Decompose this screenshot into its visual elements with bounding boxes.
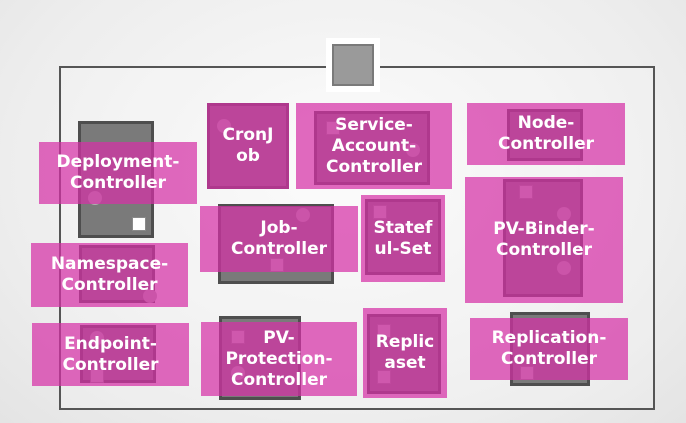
replication-label: Replication- Controller (470, 318, 628, 380)
pvbinder-label: PV-Binder- Controller (465, 177, 623, 303)
serviceaccount-controller: Service- Account- Controller (296, 103, 452, 189)
replication-controller: Replication- Controller (470, 312, 628, 386)
pvbinder-controller: PV-Binder- Controller (465, 177, 623, 303)
deployment-controller-highlight: Deployment- Controller (39, 142, 197, 204)
statefulset-controller: Statef ul-Set (361, 195, 445, 282)
pvprotection-controller: PV- Protection- Controller (201, 316, 357, 400)
cronjob-label: CronJ ob (207, 103, 289, 189)
deployment-controller-label: Deployment- Controller (39, 142, 197, 204)
namespace-controller: Namespace- Controller (31, 243, 188, 307)
node-controller: Node- Controller (467, 103, 625, 165)
replicaset-controller: Replic aset (363, 308, 447, 398)
statefulset-label: Statef ul-Set (361, 195, 445, 282)
pvprotection-label: PV- Protection- Controller (201, 322, 357, 396)
replicaset-label: Replic aset (363, 308, 447, 398)
master-node-icon (326, 38, 380, 92)
serviceaccount-label: Service- Account- Controller (296, 103, 452, 189)
endpoint-controller: Endpoint- Controller (32, 323, 189, 386)
cronjob-controller: CronJ ob (207, 103, 289, 189)
node-controller-label: Node- Controller (467, 103, 625, 165)
namespace-label: Namespace- Controller (31, 243, 188, 307)
job-controller: Job- Controller (200, 204, 358, 284)
endpoint-label: Endpoint- Controller (32, 323, 189, 386)
job-controller-label: Job- Controller (200, 206, 358, 272)
